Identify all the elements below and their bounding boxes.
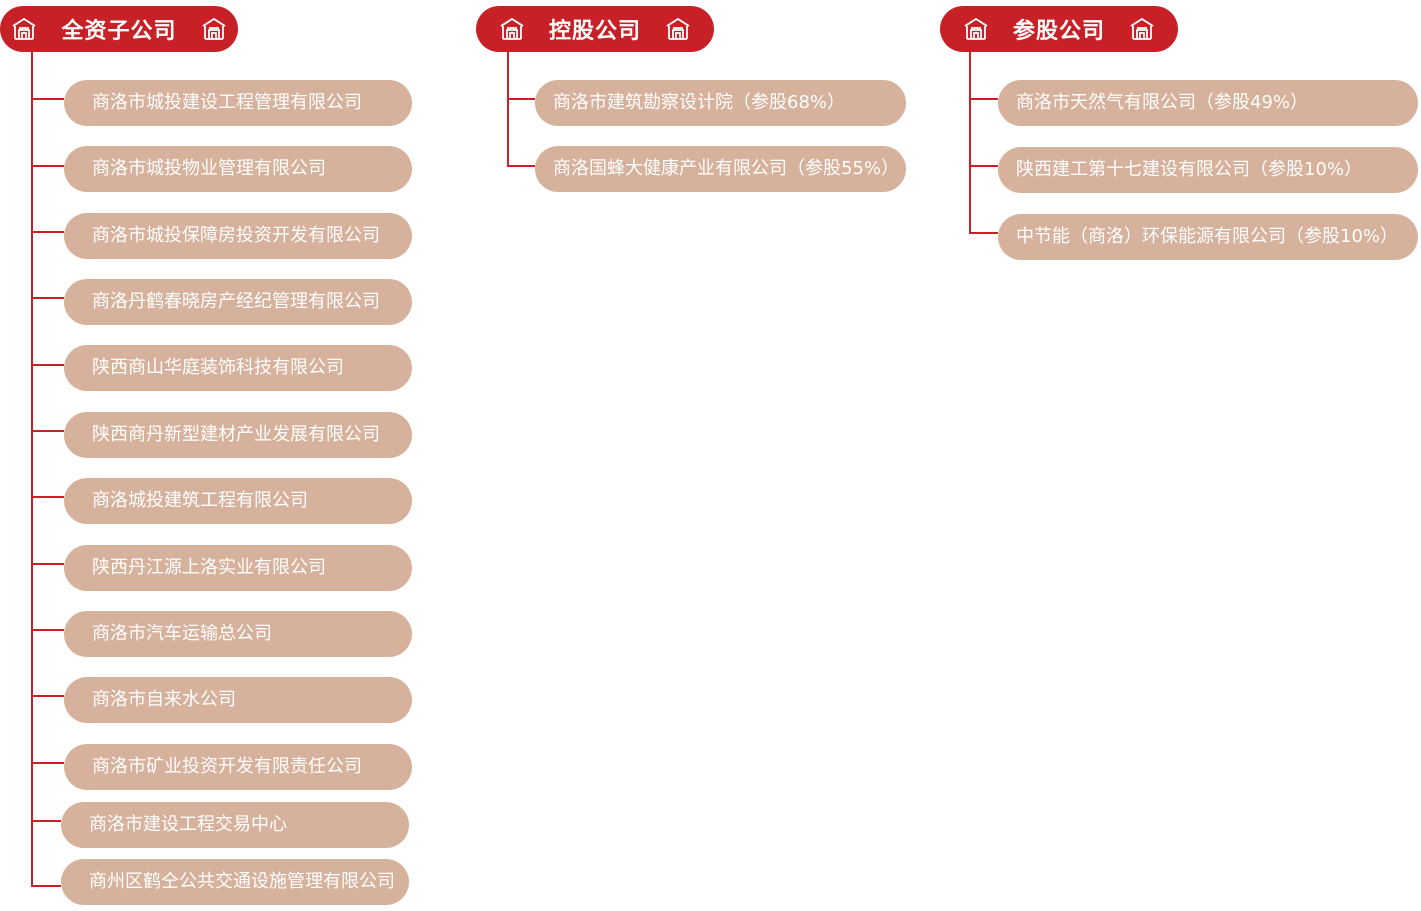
connector-branch — [507, 165, 535, 167]
column-holding: 控股公司 商洛市建筑勘察设计院（参股68%） 商洛国蜂大健康产业有限公司（参股5… — [476, 0, 916, 911]
building-icon — [1130, 17, 1154, 40]
header-title: 控股公司 — [548, 19, 641, 44]
header-holding: 控股公司 — [476, 6, 714, 52]
connector-branch — [969, 165, 998, 167]
connector-branch — [31, 885, 61, 887]
building-icon — [13, 17, 36, 40]
company-node: 商洛国蜂大健康产业有限公司（参股55%） — [535, 146, 906, 192]
header-title: 全资子公司 — [61, 19, 177, 44]
header-title: 参股公司 — [1012, 19, 1105, 44]
connector-trunk — [969, 52, 971, 234]
connector-branch — [31, 231, 64, 233]
company-node: 商洛市城投建设工程管理有限公司 — [64, 80, 412, 126]
connector-trunk — [507, 52, 509, 167]
connector-branch — [31, 695, 64, 697]
company-node: 商洛市建筑勘察设计院（参股68%） — [535, 80, 906, 126]
connector-branch — [31, 165, 64, 167]
header-shareholding: 参股公司 — [940, 6, 1178, 52]
header-wholly-owned: 全资子公司 — [0, 6, 238, 52]
column-shareholding: 参股公司 商洛市天然气有限公司（参股49%） 陕西建工第十七建设有限公司（参股1… — [940, 0, 1421, 911]
company-node: 商洛市汽车运输总公司 — [64, 611, 412, 657]
company-node: 商洛市矿业投资开发有限责任公司 — [64, 744, 412, 790]
company-node: 商洛市城投物业管理有限公司 — [64, 146, 412, 192]
connector-branch — [31, 430, 64, 432]
company-node: 商洛市天然气有限公司（参股49%） — [998, 80, 1418, 126]
connector-branch — [31, 364, 64, 366]
company-node: 商洛城投建筑工程有限公司 — [64, 478, 412, 524]
connector-branch — [969, 98, 998, 100]
building-icon — [666, 17, 690, 40]
connector-branch — [31, 629, 64, 631]
company-node: 商洛市自来水公司 — [64, 677, 412, 723]
company-node: 商州区鹤仝公共交通设施管理有限公司 — [61, 859, 409, 905]
company-node: 商洛市建设工程交易中心 — [61, 802, 409, 848]
building-icon — [202, 17, 225, 40]
company-node: 商洛丹鹤春晓房产经纪管理有限公司 — [64, 279, 412, 325]
company-node: 中节能（商洛）环保能源有限公司（参股10%） — [998, 214, 1418, 260]
connector-branch — [969, 232, 998, 234]
connector-branch — [31, 762, 64, 764]
connector-branch — [31, 98, 64, 100]
connector-branch — [31, 820, 61, 822]
company-node: 商洛市城投保障房投资开发有限公司 — [64, 213, 412, 259]
company-node: 陕西建工第十七建设有限公司（参股10%） — [998, 147, 1418, 193]
connector-branch — [507, 98, 535, 100]
connector-branch — [31, 563, 64, 565]
connector-branch — [31, 297, 64, 299]
company-node: 陕西丹江源上洛实业有限公司 — [64, 545, 412, 591]
column-wholly-owned: 全资子公司 商洛市城投建设工程管理有限公司 商洛市城投物业管理有限公司 商洛市城… — [0, 0, 440, 911]
company-node: 陕西商丹新型建材产业发展有限公司 — [64, 412, 412, 458]
company-node: 陕西商山华庭装饰科技有限公司 — [64, 345, 412, 391]
building-icon — [964, 17, 988, 40]
building-icon — [500, 17, 524, 40]
connector-trunk — [31, 52, 33, 887]
connector-branch — [31, 496, 64, 498]
